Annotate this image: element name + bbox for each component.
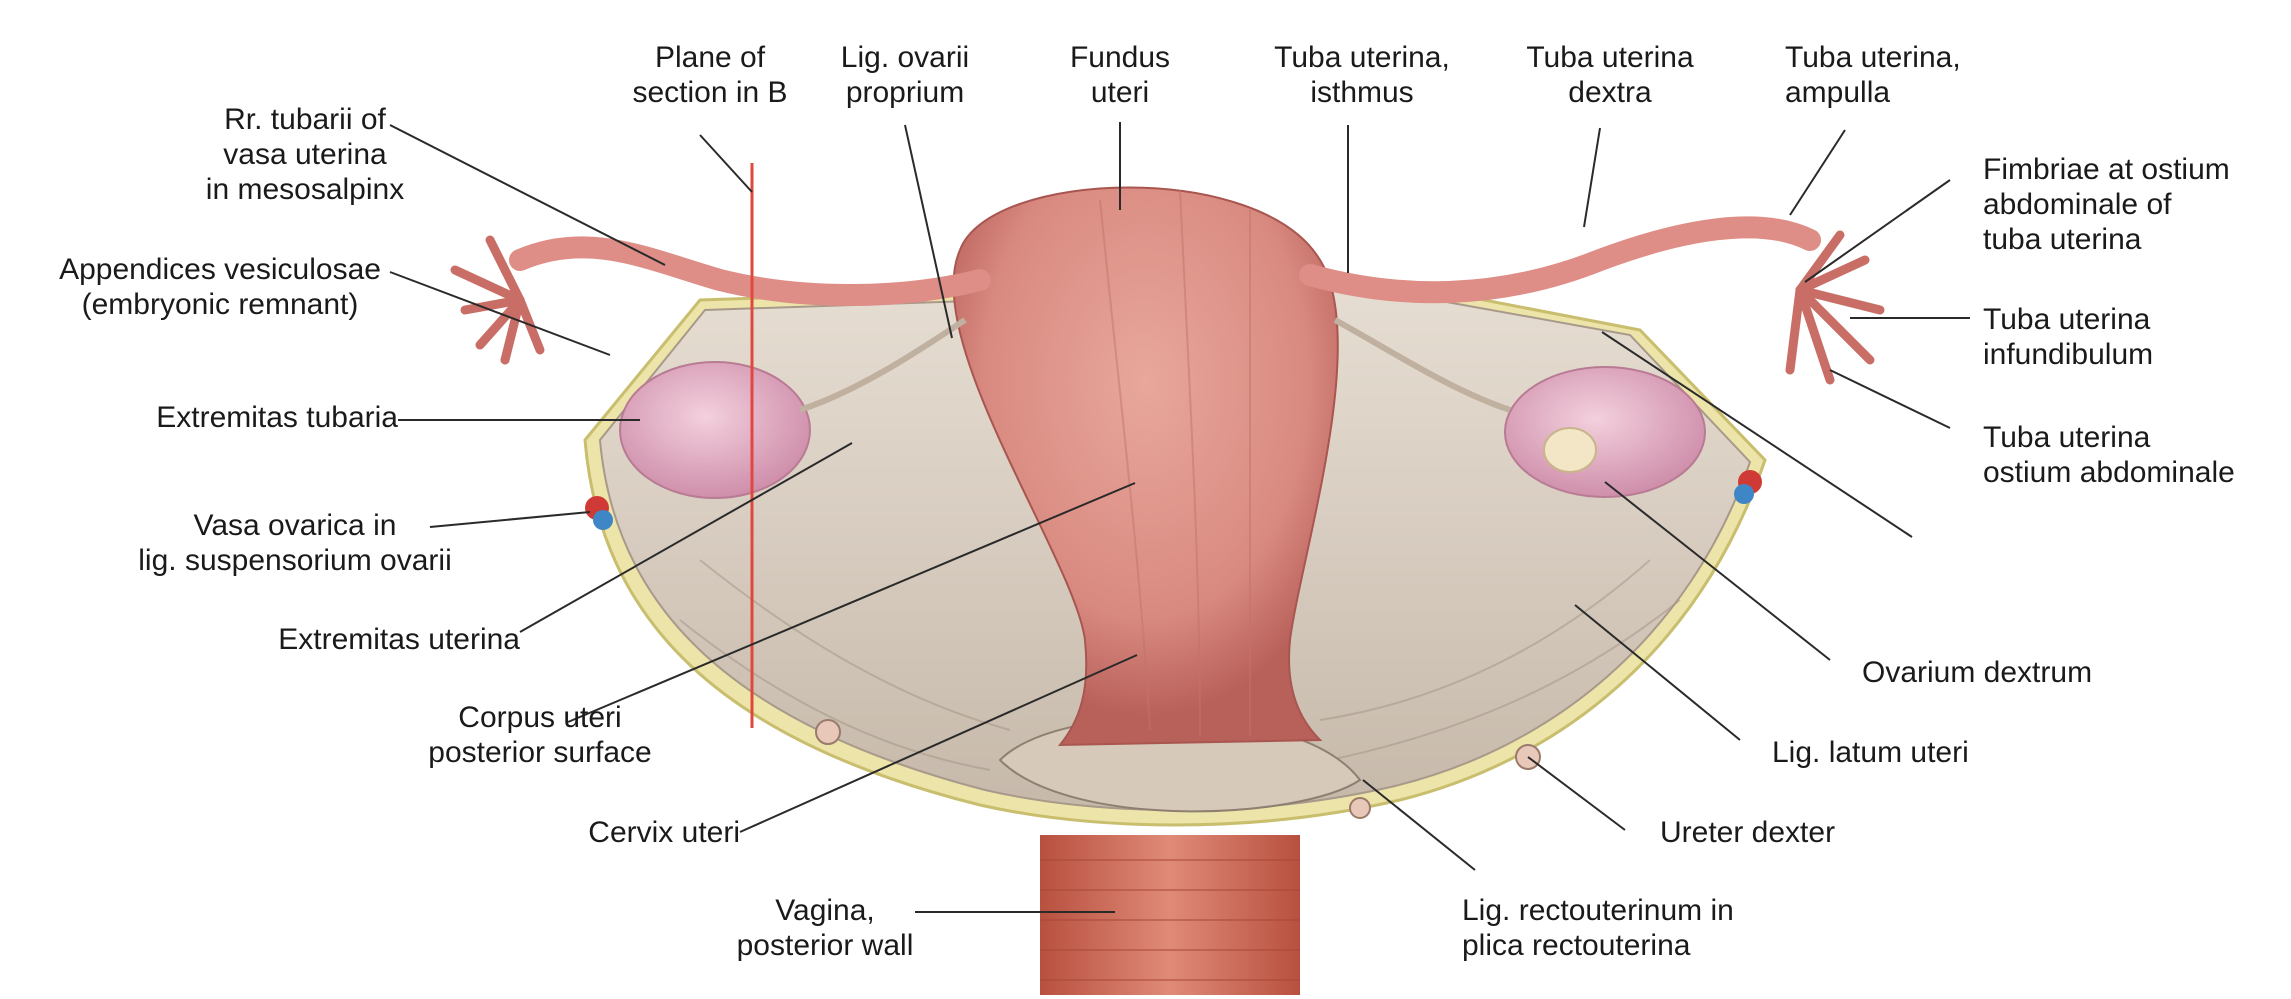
label-line: Fimbriae at ostium <box>1983 153 2230 186</box>
label-line: Extremitas tubaria <box>156 401 398 434</box>
label-line: tuba uterina <box>1983 223 2142 256</box>
leader-ovarium-dextrum <box>1604 481 1831 661</box>
label-line: proprium <box>845 76 965 109</box>
leader-appendices <box>389 271 611 356</box>
label-vagina: Vagina, posterior wall <box>720 893 930 963</box>
label-line: Vagina, <box>775 894 875 927</box>
leader-rr-tubarii <box>389 124 666 266</box>
leader-vasa-ovarica <box>429 511 591 528</box>
label-appendices-vesiculosae: Appendices vesiculosae (embryonic remnan… <box>45 252 395 322</box>
label-line: Tuba uterina <box>1983 421 2151 454</box>
label-line: Tuba uterina <box>1983 303 2151 336</box>
label-line: in mesosalpinx <box>205 173 405 206</box>
label-fimbriae: Fimbriae at ostium abdominale of tuba ut… <box>1983 152 2273 257</box>
label-line: Lig. latum uteri <box>1772 736 1969 769</box>
label-line: vasa uterina <box>223 138 387 171</box>
label-line: Ureter dexter <box>1660 816 1836 849</box>
label-line: Extremitas uterina <box>278 623 520 656</box>
label-lig-ovarii-proprium: Lig. ovarii proprium <box>830 40 980 110</box>
label-line: Ovarium dextrum <box>1862 656 2093 689</box>
label-line: Rr. tubarii of <box>224 103 386 136</box>
label-line: dextra <box>1568 76 1652 109</box>
label-lig-latum-uteri: Lig. latum uteri <box>1772 735 2012 770</box>
leader-lig-latum <box>1574 604 1741 741</box>
label-line: section in B <box>632 76 788 109</box>
leader-ureter <box>1527 756 1626 831</box>
label-ovarium-dextrum: Ovarium dextrum <box>1862 655 2122 690</box>
label-tuba-infundibulum: Tuba uterina infundibulum <box>1983 302 2223 372</box>
label-line: Plane of <box>654 41 766 74</box>
label-line: Appendices vesiculosae <box>59 253 381 286</box>
label-tuba-ampulla: Tuba uterina, ampulla <box>1785 40 1985 110</box>
label-line: isthmus <box>1310 76 1414 109</box>
label-line: lig. suspensorium ovarii <box>138 544 452 577</box>
label-tuba-isthmus: Tuba uterina, isthmus <box>1262 40 1462 110</box>
label-line: ostium abdominale <box>1983 456 2235 489</box>
label-line: uteri <box>1090 76 1150 109</box>
ovaries <box>619 361 1706 499</box>
label-cervix-uteri: Cervix uteri <box>560 815 740 850</box>
leader-rectouterinum <box>1362 779 1476 871</box>
label-line: Cervix uteri <box>588 816 740 849</box>
label-plane-of-section: Plane of section in B <box>620 40 800 110</box>
leader-fimbriae <box>1804 179 1951 283</box>
label-line: Vasa ovarica in <box>193 509 397 542</box>
label-ureter-dexter: Ureter dexter <box>1660 815 1860 850</box>
label-line: Lig. rectouterinum in <box>1462 894 1734 927</box>
label-rr-tubarii: Rr. tubarii of vasa uterina in mesosalpi… <box>180 102 430 207</box>
label-extremitas-uterina: Extremitas uterina <box>235 622 520 657</box>
label-line: posterior wall <box>736 929 914 962</box>
tubes <box>509 216 1821 306</box>
leader-ampulla <box>1789 129 1846 216</box>
fimbriae <box>450 230 1885 385</box>
leader-ostium <box>1829 369 1951 429</box>
label-corpus-uteri: Corpus uteri posterior surface <box>405 700 675 770</box>
ovarian-ligaments <box>799 317 1511 413</box>
leader-corpus <box>567 482 1136 723</box>
uterus <box>952 186 1339 747</box>
leader-lines <box>389 122 1970 913</box>
label-tuba-ostium: Tuba uterina ostium abdominale <box>1983 420 2273 490</box>
label-line: abdominale of <box>1983 188 2172 221</box>
leader-cervix <box>739 654 1138 833</box>
label-lig-rectouterinum: Lig. rectouterinum in plica rectouterina <box>1462 893 1782 963</box>
label-line: (embryonic remnant) <box>81 288 359 321</box>
label-line: Tuba uterina <box>1526 41 1694 74</box>
label-line: Corpus uteri <box>458 701 622 734</box>
ovarian-vessels <box>585 470 1762 530</box>
label-line: infundibulum <box>1983 338 2154 371</box>
label-line: Lig. ovarii <box>840 41 970 74</box>
leader-dextra <box>1583 127 1601 228</box>
leader-plane <box>699 134 753 193</box>
label-extremitas-tubaria: Extremitas tubaria <box>130 400 398 435</box>
label-line: Tuba uterina, <box>1274 41 1450 74</box>
label-line: ampulla <box>1785 76 1891 109</box>
vagina <box>1040 835 1300 995</box>
label-line: Tuba uterina, <box>1785 41 1961 74</box>
leader-lig-ovarii <box>904 124 953 339</box>
label-vasa-ovarica: Vasa ovarica in lig. suspensorium ovarii <box>110 508 480 578</box>
leader-extremitas-uterina <box>519 442 853 633</box>
label-line: Fundus <box>1069 41 1171 74</box>
label-line: posterior surface <box>428 736 652 769</box>
label-line: plica rectouterina <box>1462 929 1691 962</box>
label-tuba-dextra: Tuba uterina dextra <box>1520 40 1700 110</box>
leader-tube-right-long <box>1601 331 1913 538</box>
label-fundus-uteri: Fundus uteri <box>1060 40 1180 110</box>
